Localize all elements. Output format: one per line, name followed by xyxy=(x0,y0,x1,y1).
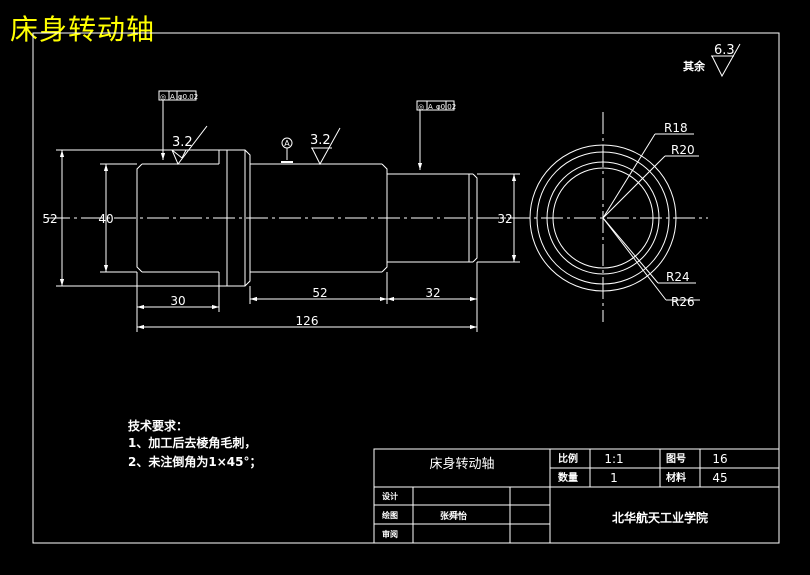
dim-text-32-dia: 32 xyxy=(497,212,512,226)
dim-text-32-len: 32 xyxy=(425,286,440,300)
roughness-symbol-rest xyxy=(711,43,741,78)
roughness-symbol-left xyxy=(170,125,208,165)
shaft-outline xyxy=(136,149,478,287)
dim-text-52-dia: 52 xyxy=(42,212,57,226)
roughness-symbol-mid xyxy=(311,127,341,166)
roughness-value-mid: 3.2 xyxy=(310,133,331,148)
tb-drawn-label: 绘图 xyxy=(382,510,398,520)
circle-r18 xyxy=(552,167,654,269)
dim-text-40-dia: 40 xyxy=(98,212,113,226)
tol-right-symbol: ◎ xyxy=(418,103,424,111)
dim-text-126: 126 xyxy=(296,314,319,328)
dim-text-30: 30 xyxy=(170,294,185,308)
roughness-value-rest: 6.3 xyxy=(714,43,735,58)
tb-material-value: 45 xyxy=(712,471,727,485)
notes-line-1: 1、加工后去棱角毛刺， xyxy=(128,435,256,450)
dim-text-52-len: 52 xyxy=(312,286,327,300)
radius-leaders xyxy=(602,133,700,301)
tol-left-datum: A xyxy=(170,93,175,101)
circle-r24 xyxy=(536,151,670,285)
tb-qty-label: 数量 xyxy=(558,471,578,484)
tb-review-label: 审阅 xyxy=(382,529,398,539)
notes-heading: 技术要求： xyxy=(128,418,188,433)
datum-a-symbol xyxy=(281,137,293,163)
tb-drawing-no-label: 图号 xyxy=(666,453,686,465)
tol-left-symbol: ◎ xyxy=(160,93,166,101)
tolerance-frame-right xyxy=(416,100,455,170)
radius-label-r20: R20 xyxy=(671,143,695,157)
datum-letter: A xyxy=(284,139,290,148)
notes-line-2: 2、未注倒角为1×45°； xyxy=(128,454,261,469)
title-block xyxy=(373,448,780,544)
roughness-rest-label: 其余 xyxy=(683,59,706,73)
roughness-value-left: 3.2 xyxy=(172,135,193,150)
length-dimensions xyxy=(136,262,478,332)
tol-left-value: φ0.02 xyxy=(178,93,198,101)
radius-label-r26: R26 xyxy=(671,295,695,309)
radius-label-r24: R24 xyxy=(666,270,690,284)
tol-right-datum: A xyxy=(428,103,433,111)
drawing-title: 床身转动轴 xyxy=(10,13,156,46)
circle-r20 xyxy=(546,161,660,275)
tb-drawing-no-value: 16 xyxy=(712,452,727,466)
tol-right-value: φ0.02 xyxy=(436,103,456,111)
tb-school: 北华航天工业学院 xyxy=(612,510,708,525)
tb-design-label: 设计 xyxy=(382,491,398,501)
tolerance-frame-left xyxy=(158,90,197,160)
tb-material-label: 材料 xyxy=(666,471,686,484)
radius-label-r18: R18 xyxy=(664,121,688,135)
tb-scale-label: 比例 xyxy=(558,452,578,465)
tb-scale-value: 1:1 xyxy=(604,452,623,466)
tb-qty-value: 1 xyxy=(610,471,618,485)
circle-r26 xyxy=(529,144,677,292)
tb-drawn-name: 张舜怡 xyxy=(440,510,467,522)
tb-part-name: 床身转动轴 xyxy=(429,456,494,472)
